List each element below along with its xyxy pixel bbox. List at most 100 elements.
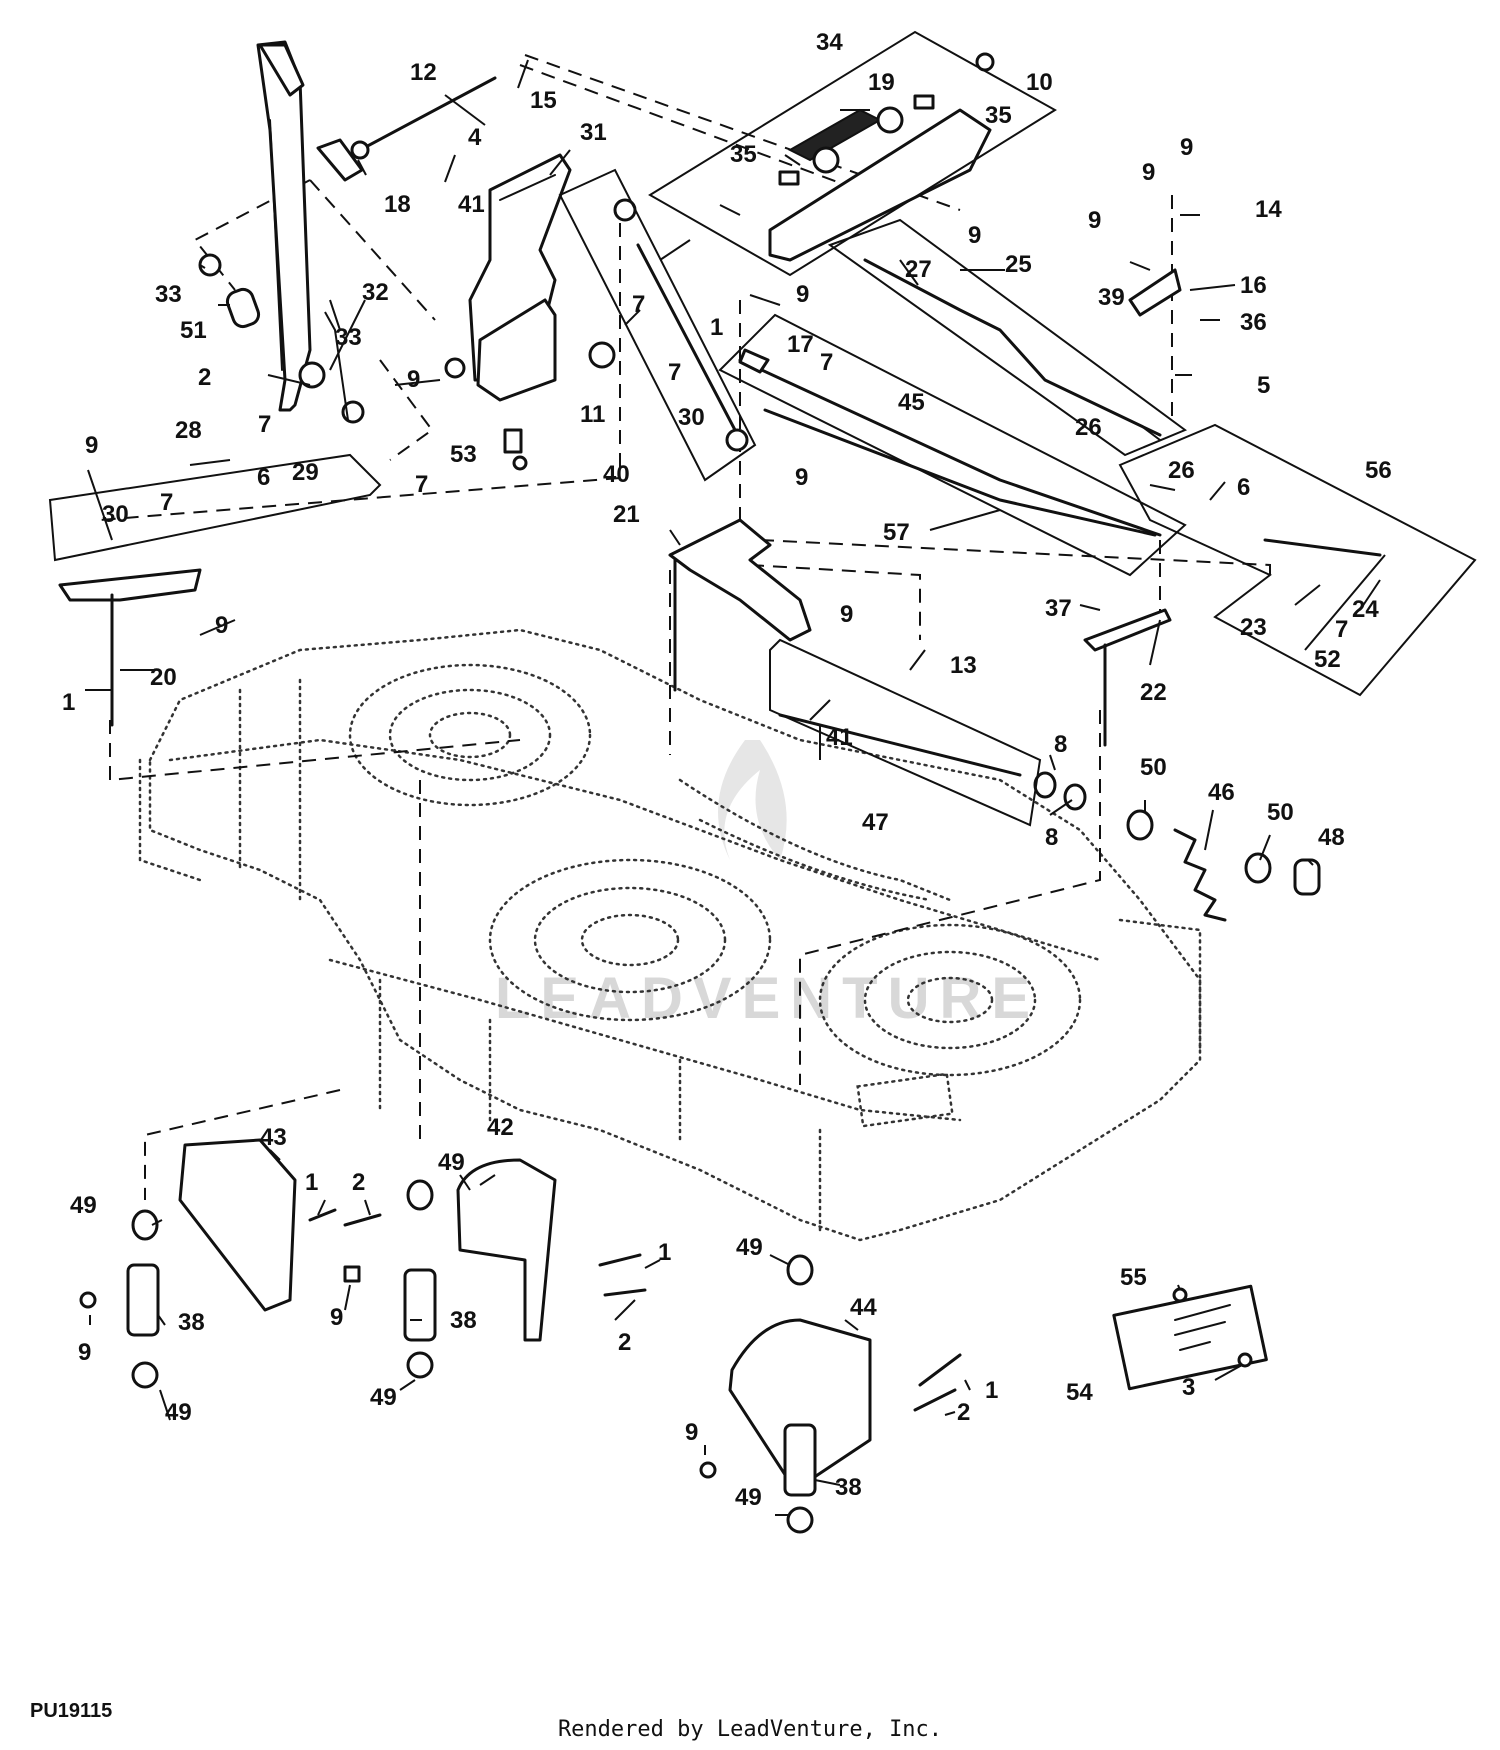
callout-9-left-arm: 9	[215, 612, 228, 639]
callout-9-side-top: 9	[796, 281, 809, 308]
callout-41-bottom: 41	[826, 724, 853, 751]
callout-1-mid: 1	[658, 1239, 671, 1266]
callout-12: 12	[410, 59, 437, 86]
callout-9-lower-right: 9	[685, 1419, 698, 1446]
lift-lever	[256, 40, 326, 412]
callout-9-arm: 9	[840, 601, 853, 628]
callout-38-mid: 38	[450, 1307, 477, 1334]
callout-7-side-a: 7	[632, 291, 645, 318]
callout-17: 17	[787, 331, 814, 358]
callout-6-right: 6	[1237, 474, 1250, 501]
callout-24: 24	[1352, 596, 1379, 623]
callout-30-left: 30	[102, 501, 129, 528]
callout-43: 43	[260, 1124, 287, 1151]
callout-29: 29	[292, 459, 319, 486]
callout-26-bottom: 26	[1168, 457, 1195, 484]
top-plate	[768, 52, 995, 262]
callout-40: 40	[603, 461, 630, 488]
callout-50-right: 50	[1267, 799, 1294, 826]
callout-8-top: 8	[1054, 731, 1067, 758]
anti-scalp-brackets	[178, 1138, 1268, 1492]
callout-39: 39	[1098, 284, 1125, 311]
callout-49-left-top: 49	[70, 1192, 97, 1219]
callout-2-upper: 2	[198, 364, 211, 391]
callout-16: 16	[1240, 272, 1267, 299]
callout-25: 25	[1005, 251, 1032, 278]
long-rod	[350, 76, 497, 160]
callout-14: 14	[1255, 196, 1282, 223]
callout-52: 52	[1314, 646, 1341, 673]
callout-49-mid-top: 49	[438, 1149, 465, 1176]
callout-7-rod: 7	[820, 349, 833, 376]
side-link-rod	[613, 198, 749, 452]
callout-13: 13	[950, 652, 977, 679]
roller-hangers	[126, 1179, 817, 1534]
callout-18: 18	[384, 191, 411, 218]
callout-54: 54	[1066, 1379, 1093, 1406]
callout-3: 3	[1182, 1374, 1195, 1401]
callout-49-right-bottom: 49	[735, 1484, 762, 1511]
callout-9-gauge: 9	[407, 366, 420, 393]
callout-36: 36	[1240, 309, 1267, 336]
kit-outlines	[48, 30, 1477, 827]
mower-deck-outline	[138, 628, 1202, 1242]
callout-38-right: 38	[835, 1474, 862, 1501]
callout-33-left: 33	[155, 281, 182, 308]
callout-2-mid: 2	[618, 1329, 631, 1356]
callout-labels: 12 15 4 31 18 32 33 33 51 2 7 28 9 6 29 …	[62, 29, 1392, 1511]
callout-49-left-bottom: 49	[165, 1399, 192, 1426]
callout-1-left: 1	[62, 689, 75, 716]
callout-32: 32	[362, 279, 389, 306]
callout-19: 19	[868, 69, 895, 96]
callout-53: 53	[450, 441, 477, 468]
callout-45: 45	[898, 389, 925, 416]
watermark: LEADVENTURE	[495, 740, 1030, 1031]
render-credit: Rendered by LeadVenture, Inc.	[557, 1717, 943, 1742]
callout-46: 46	[1208, 779, 1235, 806]
callout-30-side: 30	[678, 404, 705, 431]
callout-9-mid: 9	[795, 464, 808, 491]
callout-9-right-c: 9	[1088, 207, 1101, 234]
callout-50-left: 50	[1140, 754, 1167, 781]
callout-1-lower-left: 1	[305, 1169, 318, 1196]
callout-9-plate: 9	[968, 222, 981, 249]
callout-51: 51	[180, 317, 207, 344]
callout-56: 56	[1365, 457, 1392, 484]
callout-22: 22	[1140, 679, 1167, 706]
callout-23: 23	[1240, 614, 1267, 641]
callout-7-left-mid: 7	[160, 489, 173, 516]
callout-9-left-top: 9	[85, 432, 98, 459]
callout-44: 44	[850, 1294, 877, 1321]
callout-9-lower-left: 9	[78, 1339, 91, 1366]
callout-35-right: 35	[985, 102, 1012, 129]
callout-47: 47	[862, 809, 889, 836]
callout-38-left: 38	[178, 1309, 205, 1336]
lever-grip	[316, 138, 364, 182]
callout-26-top: 26	[1075, 414, 1102, 441]
callout-41-top: 41	[458, 191, 485, 218]
callout-37: 37	[1045, 595, 1072, 622]
callout-7-right: 7	[1335, 616, 1348, 643]
callout-5: 5	[1257, 372, 1270, 399]
callout-4: 4	[468, 124, 482, 151]
callout-33-right: 33	[335, 324, 362, 351]
callout-27: 27	[905, 256, 932, 283]
callout-34: 34	[816, 29, 843, 56]
callout-35-left: 35	[730, 141, 757, 168]
pivot-arms	[58, 268, 1182, 747]
callout-1-right: 1	[985, 1377, 998, 1404]
spring-assembly	[1033, 771, 1321, 922]
callout-7-side-b: 7	[668, 359, 681, 386]
callout-57: 57	[883, 519, 910, 546]
callout-42: 42	[487, 1114, 514, 1141]
callout-6-left: 6	[257, 464, 270, 491]
callout-20: 20	[150, 664, 177, 691]
callout-8-bottom: 8	[1045, 824, 1058, 851]
leader-lines	[85, 59, 1386, 1516]
callout-7-lever: 7	[258, 411, 271, 438]
figure-id: PU19115	[30, 1700, 113, 1722]
callout-49-right-top: 49	[736, 1234, 763, 1261]
assembly-lines	[99, 54, 1271, 1200]
callout-21: 21	[613, 501, 640, 528]
callout-48: 48	[1318, 824, 1345, 851]
